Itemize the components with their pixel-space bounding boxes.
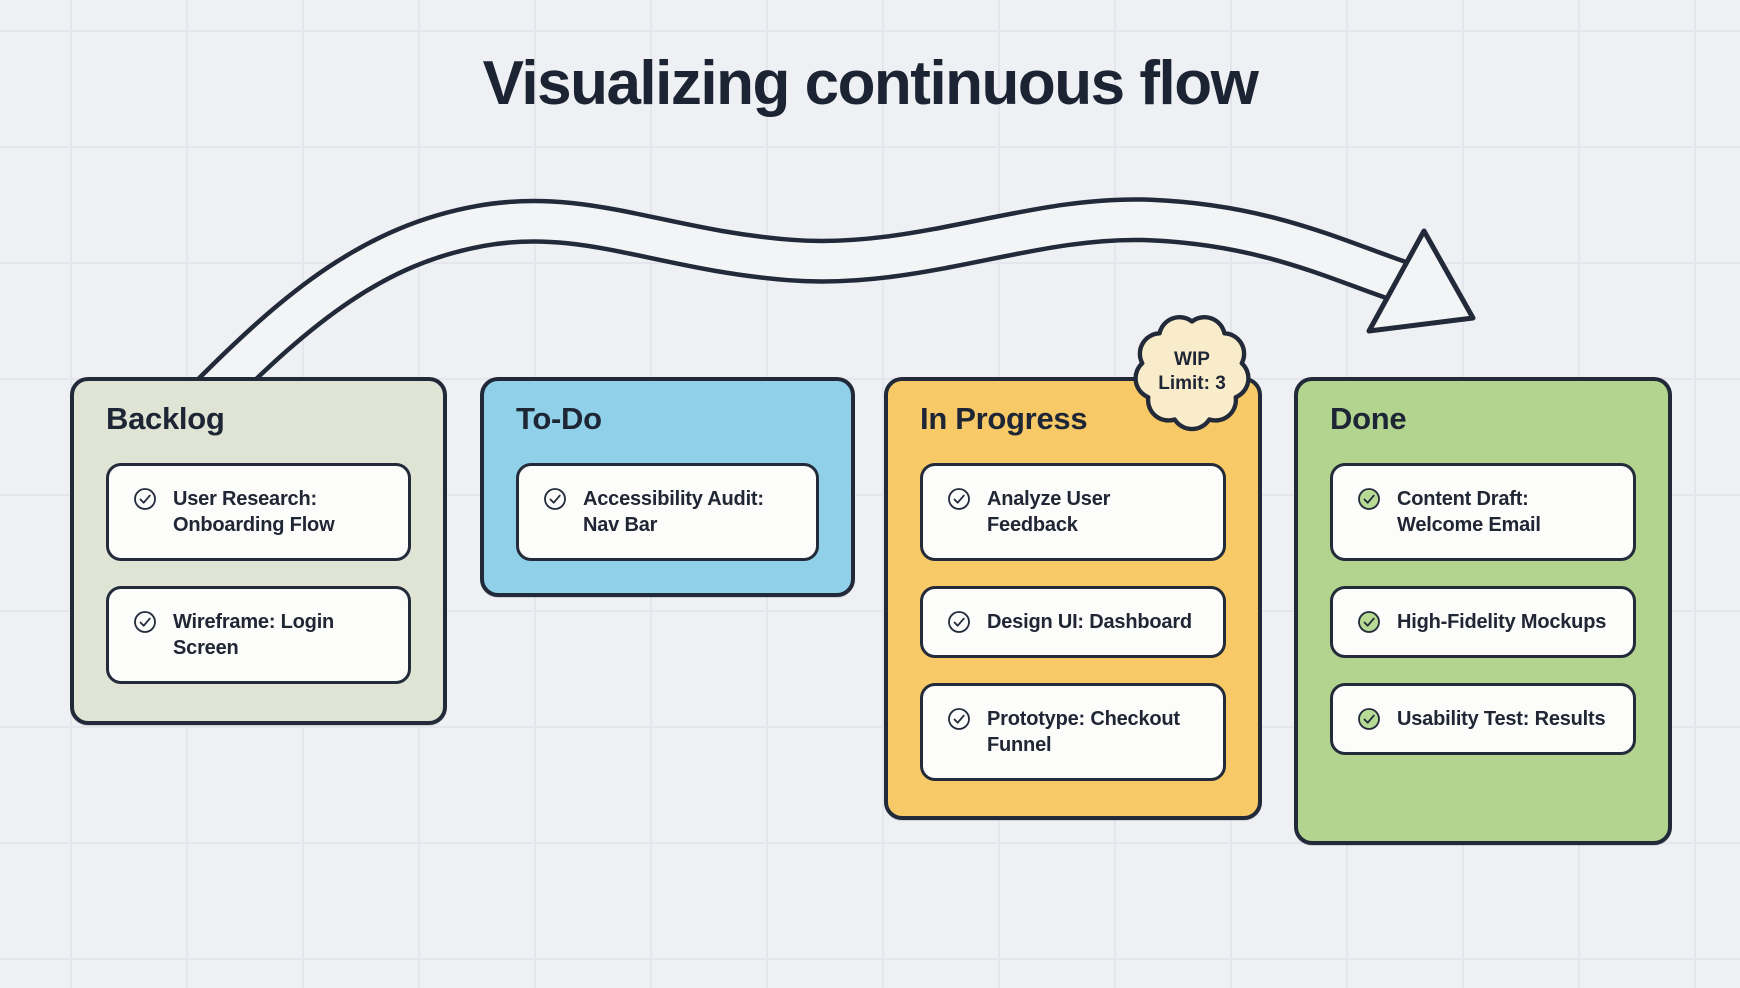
column-backlog-title: Backlog bbox=[106, 401, 225, 436]
check-circle-icon bbox=[134, 611, 156, 633]
column-done: Done Content Draft: Welcome Email High-F… bbox=[1294, 377, 1672, 845]
task-card: Wireframe: Login Screen bbox=[106, 586, 411, 684]
card-label: Content Draft: Welcome Email bbox=[1397, 488, 1541, 536]
card-label: Prototype: Checkout Funnel bbox=[987, 708, 1180, 756]
page-title: Visualizing continuous flow bbox=[482, 49, 1259, 118]
card-label: User Research: Onboarding Flow bbox=[173, 488, 335, 536]
check-circle-icon bbox=[544, 488, 566, 510]
check-circle-icon bbox=[134, 488, 156, 510]
wip-limit-line1: WIP bbox=[1174, 349, 1210, 370]
column-todo: To-Do Accessibility Audit: Nav Bar bbox=[480, 377, 855, 597]
task-card: User Research: Onboarding Flow bbox=[106, 463, 411, 561]
task-card: Analyze User Feedback bbox=[920, 463, 1226, 561]
task-card: Prototype: Checkout Funnel bbox=[920, 683, 1226, 781]
column-done-title: Done bbox=[1330, 401, 1407, 436]
task-card: Content Draft: Welcome Email bbox=[1330, 463, 1636, 561]
check-circle-filled-icon bbox=[1358, 708, 1380, 730]
card-label: Accessibility Audit: Nav Bar bbox=[583, 488, 764, 536]
wip-limit-line2: Limit: 3 bbox=[1158, 373, 1226, 394]
card-label: Design UI: Dashboard bbox=[987, 611, 1192, 633]
task-card: Accessibility Audit: Nav Bar bbox=[516, 463, 819, 561]
column-in-progress-title: In Progress bbox=[920, 401, 1088, 436]
check-circle-icon bbox=[948, 611, 970, 633]
card-label: Analyze User Feedback bbox=[987, 488, 1111, 536]
card-label: High-Fidelity Mockups bbox=[1397, 611, 1607, 633]
card-label: Wireframe: Login Screen bbox=[173, 611, 335, 659]
column-todo-title: To-Do bbox=[516, 401, 602, 436]
wip-limit-badge: WIP Limit: 3 bbox=[1124, 304, 1260, 440]
column-backlog: Backlog User Research: Onboarding Flow W… bbox=[70, 377, 447, 725]
arrowhead-icon bbox=[1366, 228, 1476, 334]
check-circle-icon bbox=[948, 488, 970, 510]
check-circle-filled-icon bbox=[1358, 488, 1380, 510]
scalloped-seal-icon bbox=[1133, 315, 1251, 432]
check-circle-filled-icon bbox=[1358, 611, 1380, 633]
check-circle-icon bbox=[948, 708, 970, 730]
column-in-progress: In Progress Analyze User Feedback Design… bbox=[884, 377, 1262, 820]
wip-limit-text: WIP Limit: 3 bbox=[1124, 304, 1260, 440]
task-card: High-Fidelity Mockups bbox=[1330, 586, 1636, 658]
task-card: Usability Test: Results bbox=[1330, 683, 1636, 755]
card-label: Usability Test: Results bbox=[1397, 708, 1606, 730]
task-card: Design UI: Dashboard bbox=[920, 586, 1226, 658]
